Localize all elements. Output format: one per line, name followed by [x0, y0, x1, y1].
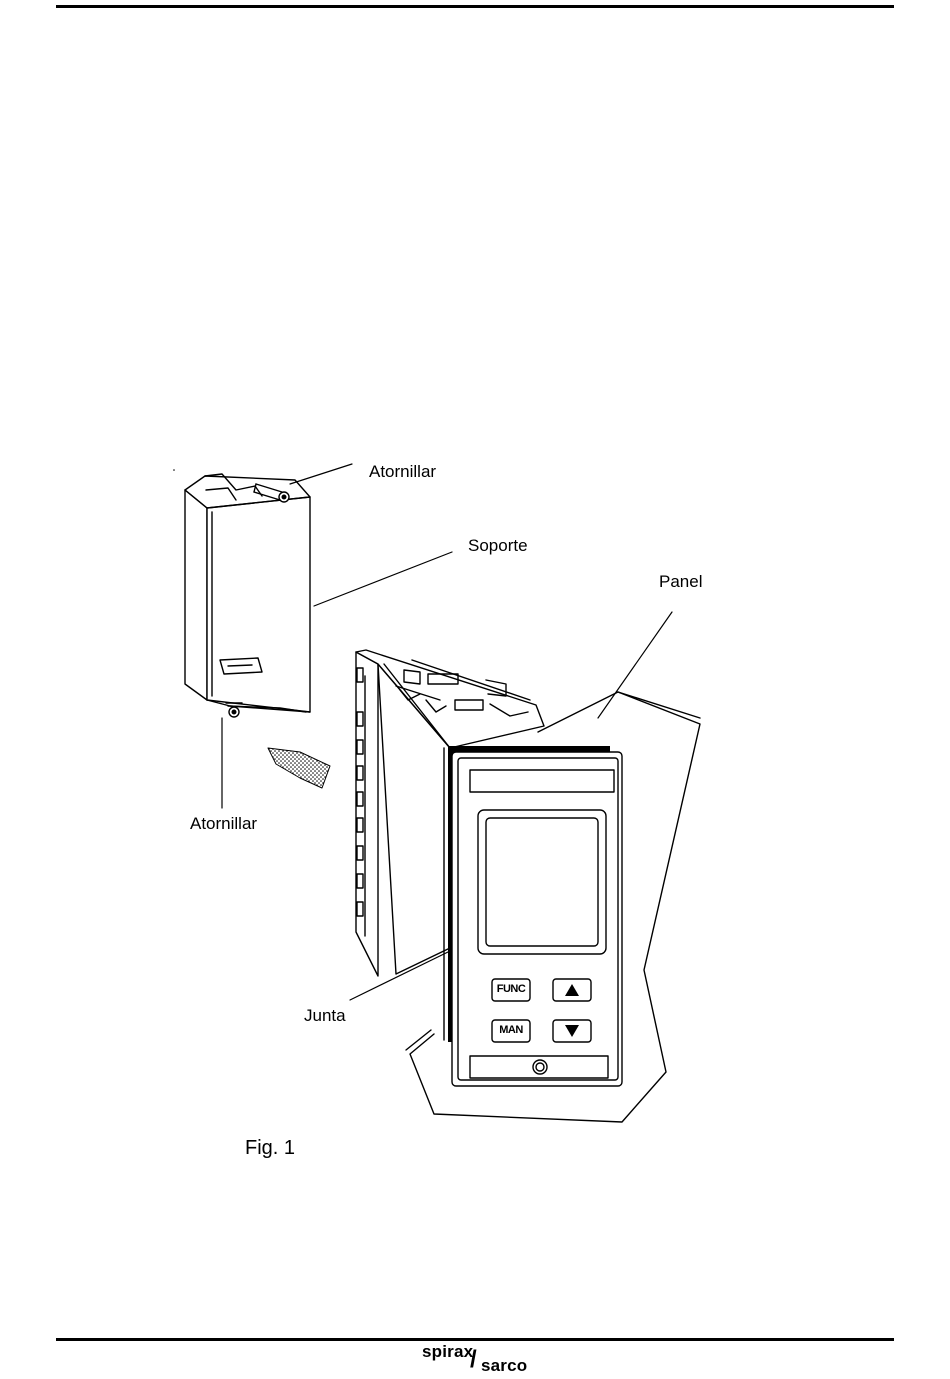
man-key-label: MAN [494, 1024, 528, 1036]
label-junta: Junta [304, 1006, 346, 1026]
figure-caption: Fig. 1 [245, 1136, 295, 1160]
label-atornillar-top: Atornillar [369, 462, 436, 482]
label-atornillar-bottom: Atornillar [190, 814, 257, 834]
controller-front [444, 746, 622, 1086]
leader-soporte [314, 552, 452, 606]
leader-panel [598, 612, 672, 718]
bracket-soporte [185, 474, 310, 712]
logo-word-bottom: sarco [481, 1356, 527, 1376]
func-key-label: FUNC [494, 983, 528, 995]
spirax-sarco-logo: spirax / sarco [420, 1340, 560, 1376]
logo-word-top: spirax [422, 1342, 473, 1362]
label-panel: Panel [659, 572, 702, 592]
top-screw [254, 484, 289, 502]
label-soporte: Soporte [468, 536, 528, 556]
logo-slash: / [470, 1346, 477, 1374]
insertion-arrow [268, 748, 330, 788]
leader-atornillar-top [290, 464, 352, 484]
